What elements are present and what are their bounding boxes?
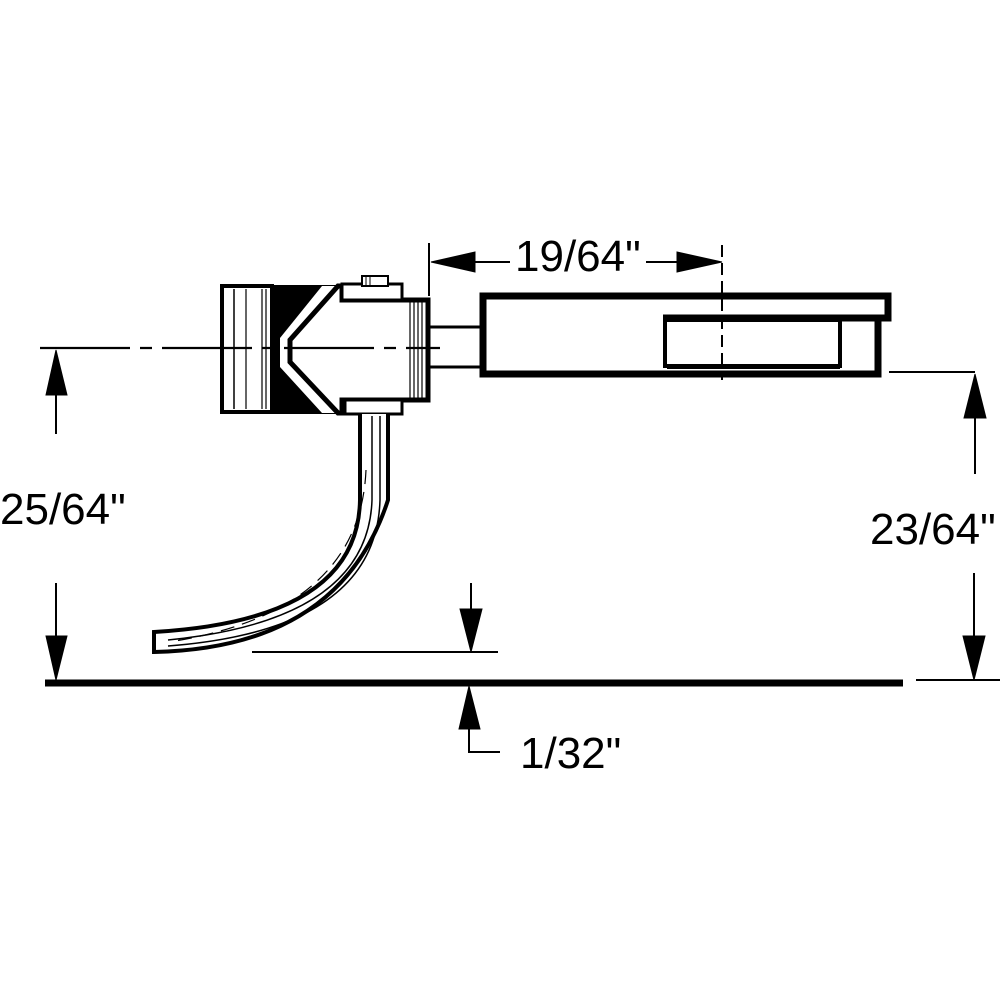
draft-gear-box xyxy=(479,292,975,378)
dimension-23-64-arrows xyxy=(962,373,987,681)
dimension-label-1-32: 1/32" xyxy=(520,729,622,778)
coupler-shank xyxy=(430,325,483,369)
coupler-head xyxy=(274,275,431,416)
dimension-1-32-arrows xyxy=(458,583,500,753)
dimension-label-23-64: 23/64" xyxy=(870,505,996,554)
trip-pin xyxy=(152,414,390,655)
dimension-19-64-arrows xyxy=(430,251,723,273)
dimension-25-64-arrows xyxy=(45,349,68,681)
dimension-label-19-64: 19/64" xyxy=(515,232,641,281)
dimension-label-25-64: 25/64" xyxy=(0,485,126,534)
